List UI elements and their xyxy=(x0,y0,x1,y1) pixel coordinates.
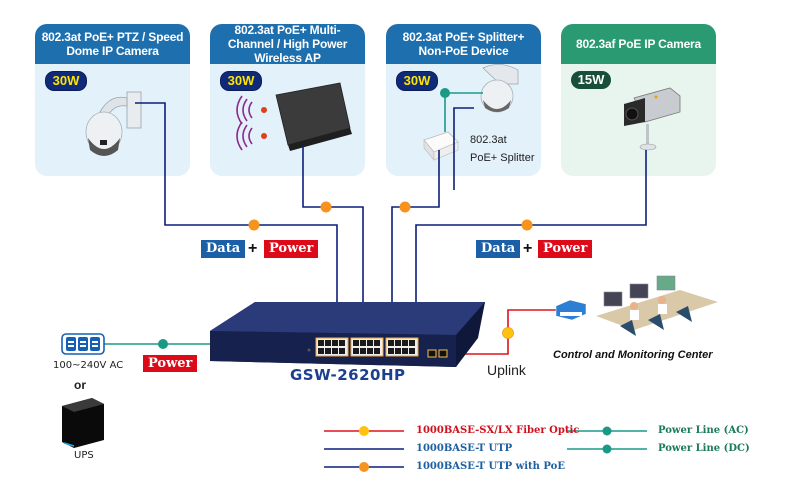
legend-fiber-label: 1000BASE-SX/LX Fiber Optic xyxy=(416,425,580,436)
legend-lines xyxy=(324,426,647,472)
switch-model-label: GSW-2620HP xyxy=(290,366,406,384)
power-tag-left: Power xyxy=(264,240,319,258)
poe-badge-icon xyxy=(248,219,260,231)
control-center-icon xyxy=(555,275,718,336)
ptz-dome-camera-icon xyxy=(85,91,142,156)
legend-power-ac-label: Power Line (AC) xyxy=(658,425,749,436)
data-tag-right: Data xyxy=(476,240,521,258)
plus-sign-left: + xyxy=(248,240,258,257)
ac-badge-icon xyxy=(158,339,168,349)
device-title: 802.3at PoE+ PTZ / Speed Dome IP Camera xyxy=(35,24,190,64)
device-card-ptz-camera: 802.3at PoE+ PTZ / Speed Dome IP Camera … xyxy=(35,24,190,176)
splitter-label-line1: 802.3at xyxy=(470,134,507,146)
splitter-label-line2: PoE+ Splitter xyxy=(470,152,535,164)
legend-power-dc-label: Power Line (DC) xyxy=(658,443,750,454)
ac-power-outlet-icon xyxy=(61,333,105,355)
power-badge: 30W xyxy=(45,71,87,91)
device-title: 802.3at PoE+ Multi-Channel / High Power … xyxy=(210,24,365,65)
dc-badge-icon xyxy=(440,88,450,98)
fiber-badge-icon xyxy=(502,327,514,339)
plus-sign-right: + xyxy=(523,240,533,257)
power-tag-right: Power xyxy=(538,240,593,258)
power-badge: 30W xyxy=(396,71,438,91)
legend-utp-label: 1000BASE-T UTP xyxy=(416,443,513,454)
wireless-ap-icon xyxy=(236,82,352,151)
legend-utp-poe-label: 1000BASE-T UTP with PoE xyxy=(416,461,565,472)
poe-badge-icon xyxy=(399,201,411,213)
ups-label: UPS xyxy=(74,450,94,461)
power-tag-ac: Power xyxy=(143,355,198,372)
box-camera-icon xyxy=(624,87,681,151)
ac-voltage-label: 100~240V AC xyxy=(53,360,124,371)
splitter-dome-camera-icon xyxy=(480,64,519,113)
switch-gsw-2620hp xyxy=(210,302,485,367)
sfp-ports[interactable] xyxy=(427,349,448,358)
poe-badges xyxy=(248,201,533,231)
uplink-label: Uplink xyxy=(487,362,526,378)
data-tag-left: Data xyxy=(201,240,246,258)
poe-badge-icon xyxy=(320,201,332,213)
device-title: 802.3af PoE IP Camera xyxy=(561,24,716,64)
ups-icon xyxy=(62,398,104,448)
dc-power-line xyxy=(444,92,483,132)
control-center-label: Control and Monitoring Center xyxy=(553,349,713,361)
or-label: or xyxy=(74,378,86,392)
power-badge: 15W xyxy=(571,71,611,89)
power-badge: 30W xyxy=(220,71,262,91)
device-title: 802.3at PoE+ Splitter+ Non-PoE Device xyxy=(386,24,541,64)
poe-splitter-icon xyxy=(423,131,459,161)
device-card-splitter: 802.3at PoE+ Splitter+ Non-PoE Device 30… xyxy=(386,24,541,176)
poe-badge-icon xyxy=(521,219,533,231)
